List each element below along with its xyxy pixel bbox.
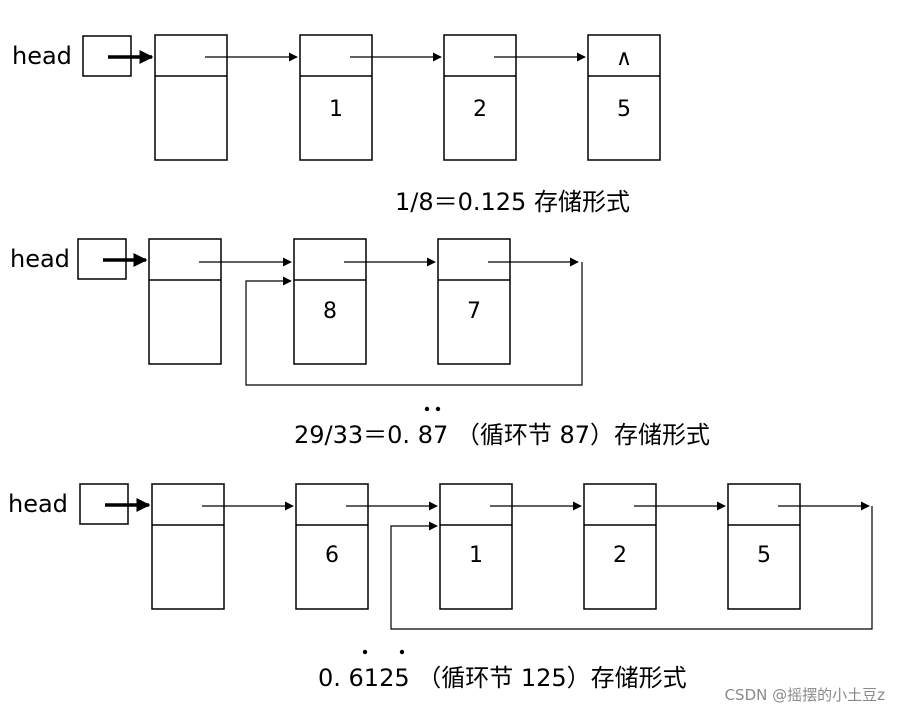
watermark: CSDN @摇摆的小土豆z [725, 686, 886, 704]
node-value: 6 [325, 543, 339, 568]
diagram-1-terminating-list: head 1 2 ∧ 5 1/8＝0.125 存储形式 [12, 34, 661, 216]
node-3: 2 [583, 483, 657, 610]
node-4: 5 [727, 483, 801, 610]
node-value: 7 [467, 299, 481, 324]
head-label: head [8, 490, 68, 518]
head-label: head [12, 42, 72, 70]
repeat-dot [399, 649, 405, 655]
null-symbol: ∧ [616, 46, 632, 71]
node-1: 1 [299, 34, 373, 161]
caption: 29/33＝0. 87 （循环节 87）存储形式 [294, 421, 710, 449]
caption: 0. 6125 （循环节 125）存储形式 [318, 664, 687, 692]
node-3: ∧ 5 [587, 34, 661, 161]
repeat-dot [362, 649, 368, 655]
caption: 1/8＝0.125 存储形式 [395, 188, 630, 216]
cycle-back-arrow [390, 506, 873, 630]
head-pointer-box [79, 483, 129, 525]
node-value: 1 [329, 97, 343, 122]
node-2: 1 [439, 483, 513, 610]
node-value: 2 [613, 543, 627, 568]
repeat-dot [424, 406, 430, 412]
head-label: head [10, 245, 70, 273]
node-value: 5 [757, 543, 771, 568]
node-1: 8 [293, 238, 367, 365]
node-1: 6 [295, 483, 369, 610]
repeat-dot [435, 406, 441, 412]
node-value: 2 [473, 97, 487, 122]
diagram-3-cyclic-list: head 6 1 2 5 [8, 483, 873, 692]
header-node [148, 238, 222, 365]
node-value: 5 [617, 97, 631, 122]
node-2: 2 [443, 34, 517, 161]
node-2: 7 [437, 238, 511, 365]
node-value: 8 [323, 299, 337, 324]
header-node [154, 34, 228, 161]
diagram-2-cyclic-list: head 8 7 29/33＝0. 87 （循环节 87）存储形式 [10, 238, 710, 449]
header-node [151, 483, 225, 610]
cycle-back-arrow [245, 262, 583, 386]
node-value: 1 [469, 543, 483, 568]
